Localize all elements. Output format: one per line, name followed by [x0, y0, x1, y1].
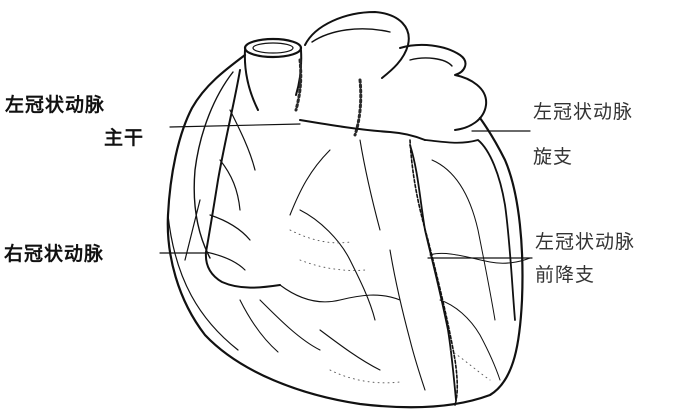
left-main-coronary-artery	[300, 120, 425, 140]
left-border-contour	[194, 72, 233, 258]
circumflex-label-line2: 旋支	[533, 146, 573, 168]
pulmonary-trunk	[305, 12, 409, 78]
left-main-leader	[170, 124, 300, 127]
circumflex-branch	[425, 140, 515, 320]
heart-outline	[168, 55, 523, 407]
circumflex-label-line1: 左冠状动脉	[533, 101, 633, 123]
left-auricle	[400, 45, 486, 130]
right-coronary-label: 右冠状动脉	[4, 243, 104, 265]
left-main-label-line1: 左冠状动脉	[5, 94, 105, 116]
anterior-descending-label-line2: 前降支	[535, 264, 595, 286]
left-main-label-line2: 主干	[104, 127, 144, 149]
aorta	[245, 50, 301, 110]
anterior-descending-branch	[410, 145, 456, 400]
anterior-descending-label-line1: 左冠状动脉	[535, 231, 635, 253]
